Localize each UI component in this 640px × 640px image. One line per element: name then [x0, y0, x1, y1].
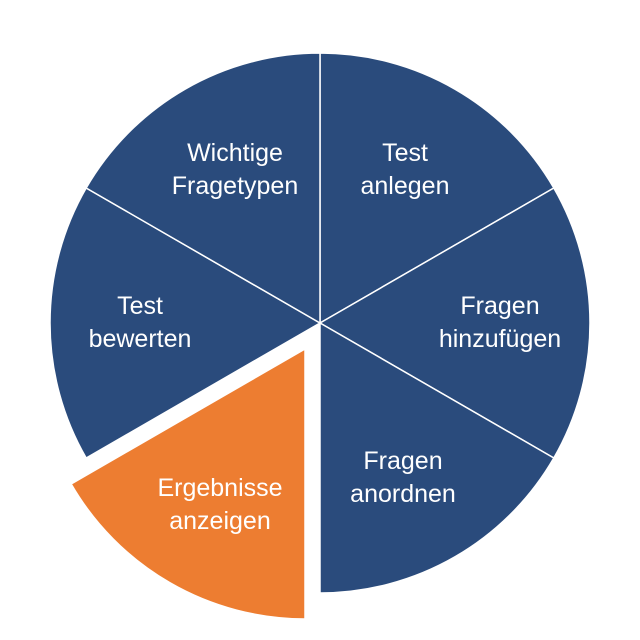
label-fragen-anordnen: Fragen anordnen	[313, 445, 493, 511]
label-line: anlegen	[360, 172, 450, 200]
label-line: hinzufügen	[438, 325, 562, 353]
label-wichtige-fragetypen: Wichtige Fragetypen	[145, 137, 325, 203]
slice-fragen-anordnen	[319, 321, 555, 594]
label-line: Test	[382, 139, 428, 167]
label-line: anzeigen	[169, 507, 271, 535]
label-fragen-hinzufuegen: Fragen hinzufügen	[410, 290, 590, 356]
label-line: bewerten	[88, 325, 192, 353]
slice-ergebnisse-anzeigen	[70, 347, 306, 620]
slice-test-bewerten	[49, 186, 322, 460]
label-line: Fragetypen	[171, 172, 299, 200]
slice-fragen-hinzufuegen	[318, 186, 591, 460]
label-line: anordnen	[350, 480, 456, 508]
label-ergebnisse-anzeigen: Ergebnisse anzeigen	[130, 472, 310, 538]
label-test-anlegen: Test anlegen	[315, 137, 495, 203]
label-line: Test	[117, 292, 163, 320]
slice-wichtige-fragetypen	[85, 52, 321, 325]
slice-test-anlegen	[319, 52, 555, 325]
label-line: Fragen	[363, 447, 443, 475]
label-line: Ergebnisse	[157, 474, 283, 502]
label-line: Wichtige	[187, 139, 283, 167]
label-test-bewerten: Test bewerten	[50, 290, 230, 356]
label-line: Fragen	[460, 292, 540, 320]
